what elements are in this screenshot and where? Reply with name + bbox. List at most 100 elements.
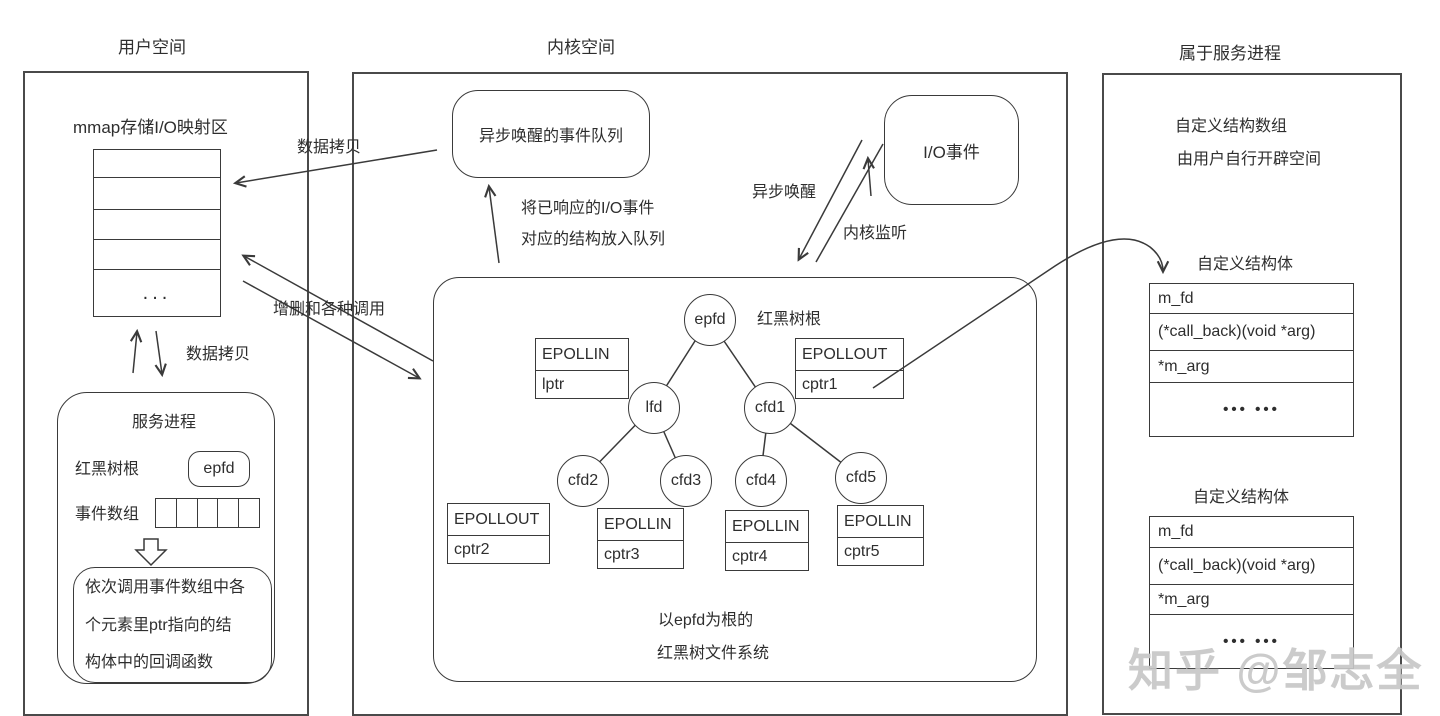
struct-row: (*call_back)(void *arg) <box>1150 548 1353 585</box>
mmap-row <box>94 210 220 240</box>
attr-title: EPOLLIN <box>598 509 683 541</box>
attr-box-cptr4: EPOLLIN cptr4 <box>725 510 809 571</box>
tree-node-label: cfd3 <box>670 472 702 489</box>
struct-table-1: m_fd (*call_back)(void *arg) *m_arg ••• … <box>1149 283 1354 437</box>
struct-title-2: 自定义结构体 <box>1193 489 1290 506</box>
io-event-box: I/O事件 <box>884 95 1019 205</box>
epfd-handle-label: epfd <box>203 460 235 477</box>
copy-top-arrow <box>236 149 438 183</box>
attr-value: lptr <box>542 375 565 393</box>
async-wake-label: 异步唤醒 <box>752 184 817 201</box>
io-event-label: I/O事件 <box>923 142 980 162</box>
callback-note-line: 依次调用事件数组中各 <box>85 579 246 596</box>
attr-value: cptr1 <box>802 375 838 393</box>
rbtree-caption-line: 红黑树文件系统 <box>657 645 770 662</box>
tree-node-epfd: epfd <box>684 294 736 346</box>
crud-arrow-to-kernel <box>242 280 419 378</box>
crud-arrow-to-user <box>244 256 434 362</box>
event-array-cell <box>218 499 240 527</box>
attr-title: EPOLLIN <box>536 339 628 371</box>
struct-array-desc-line: 由用户自行开辟空间 <box>1177 151 1322 168</box>
callback-note-line: 个元素里ptr指向的结 <box>85 617 232 634</box>
mmap-row <box>94 178 220 210</box>
zhihu-watermark: 知乎 @邹志全 <box>1128 645 1424 696</box>
event-array-cell <box>198 499 219 527</box>
tree-node-cfd2: cfd2 <box>557 455 609 507</box>
rbtree-box <box>433 277 1037 682</box>
attr-title: EPOLLOUT <box>796 339 903 371</box>
attr-box-cptr5: EPOLLIN cptr5 <box>837 505 924 566</box>
tree-node-label: cfd1 <box>754 399 786 416</box>
struct-row: (*call_back)(void *arg) <box>1150 314 1353 351</box>
attr-title: EPOLLOUT <box>448 504 549 536</box>
tree-node-cfd5: cfd5 <box>835 452 887 504</box>
tree-node-label: epfd <box>694 311 726 328</box>
tree-node-label: cfd2 <box>567 472 599 489</box>
cptr1-to-struct-arrow <box>872 238 1163 389</box>
mmap-label: mmap存储I/O映射区 <box>73 118 228 137</box>
struct-row: m_fd <box>1150 284 1353 314</box>
tree-node-lfd: lfd <box>628 382 680 434</box>
service-process-box <box>57 392 275 684</box>
rbtree-caption-line: 以epfd为根的 <box>658 612 754 629</box>
struct-row: *m_arg <box>1150 351 1353 383</box>
struct-array-desc-line: 自定义结构数组 <box>1175 118 1288 135</box>
attr-value: cptr5 <box>844 542 880 560</box>
copy-down-arrow <box>156 330 162 374</box>
attr-value: cptr3 <box>604 545 640 563</box>
user-space-title: 用户空间 <box>118 38 186 57</box>
event-queue-label: 异步唤醒的事件队列 <box>478 128 623 145</box>
event-array-cell <box>177 499 198 527</box>
service-process-box-title: 服务进程 <box>132 414 197 431</box>
enqueue-arrow <box>489 187 500 264</box>
attr-box-cptr1: EPOLLOUT cptr1 <box>795 338 904 399</box>
copy-bottom-label: 数据拷贝 <box>186 346 251 363</box>
attr-title: EPOLLIN <box>838 506 923 538</box>
struct-table-2: m_fd (*call_back)(void *arg) *m_arg ••• … <box>1149 516 1354 669</box>
copy-top-label: 数据拷贝 <box>297 139 362 156</box>
service-rbtree-root-label: 红黑树根 <box>75 461 140 478</box>
tree-root-label: 红黑树根 <box>757 311 822 328</box>
attr-box-cptr3: EPOLLIN cptr3 <box>597 508 684 569</box>
async-wake-line-2 <box>815 143 884 263</box>
event-array-cell <box>156 499 177 527</box>
tree-node-cfd1: cfd1 <box>744 382 796 434</box>
attr-value: cptr4 <box>732 547 768 565</box>
struct-title-1: 自定义结构体 <box>1197 256 1294 273</box>
tree-node-label: lfd <box>645 399 663 416</box>
enqueue-label-line: 对应的结构放入队列 <box>521 231 666 248</box>
service-process-title: 属于服务进程 <box>1179 44 1281 63</box>
tree-node-label: cfd4 <box>745 472 777 489</box>
event-array-cells <box>155 498 260 528</box>
struct-row: m_fd <box>1150 517 1353 548</box>
event-queue-box: 异步唤醒的事件队列 <box>452 90 650 178</box>
attr-value: cptr2 <box>454 540 490 558</box>
copy-up-arrow <box>133 332 137 374</box>
async-wake-line <box>799 139 863 259</box>
struct-row-ellipsis: ••• ••• <box>1223 633 1280 650</box>
event-array-label: 事件数组 <box>75 506 140 523</box>
struct-row-ellipsis: ••• ••• <box>1223 401 1280 418</box>
kernel-space-title: 内核空间 <box>547 38 615 57</box>
mmap-row <box>94 150 220 178</box>
kernel-listen-arrow <box>868 159 871 197</box>
kernel-listen-label: 内核监听 <box>843 225 908 242</box>
tree-node-label: cfd5 <box>845 469 877 486</box>
attr-title: EPOLLIN <box>726 511 808 543</box>
attr-box-cptr2: EPOLLOUT cptr2 <box>447 503 550 564</box>
service-process-panel <box>1102 73 1402 715</box>
struct-row: *m_arg <box>1150 585 1353 615</box>
enqueue-label-line: 将已响应的I/O事件 <box>521 200 655 217</box>
epfd-handle-box: epfd <box>188 451 250 487</box>
mmap-row <box>94 240 220 270</box>
mmap-row-ellipsis: ... <box>142 281 172 304</box>
tree-node-cfd4: cfd4 <box>735 455 787 507</box>
crud-label: 增删和各种调用 <box>273 301 386 318</box>
callback-note-box <box>73 567 272 683</box>
block-down-arrow <box>134 538 168 567</box>
mmap-table: ... <box>93 149 221 317</box>
attr-box-lptr: EPOLLIN lptr <box>535 338 629 399</box>
callback-note-line: 构体中的回调函数 <box>85 654 214 671</box>
event-array-cell <box>239 499 259 527</box>
